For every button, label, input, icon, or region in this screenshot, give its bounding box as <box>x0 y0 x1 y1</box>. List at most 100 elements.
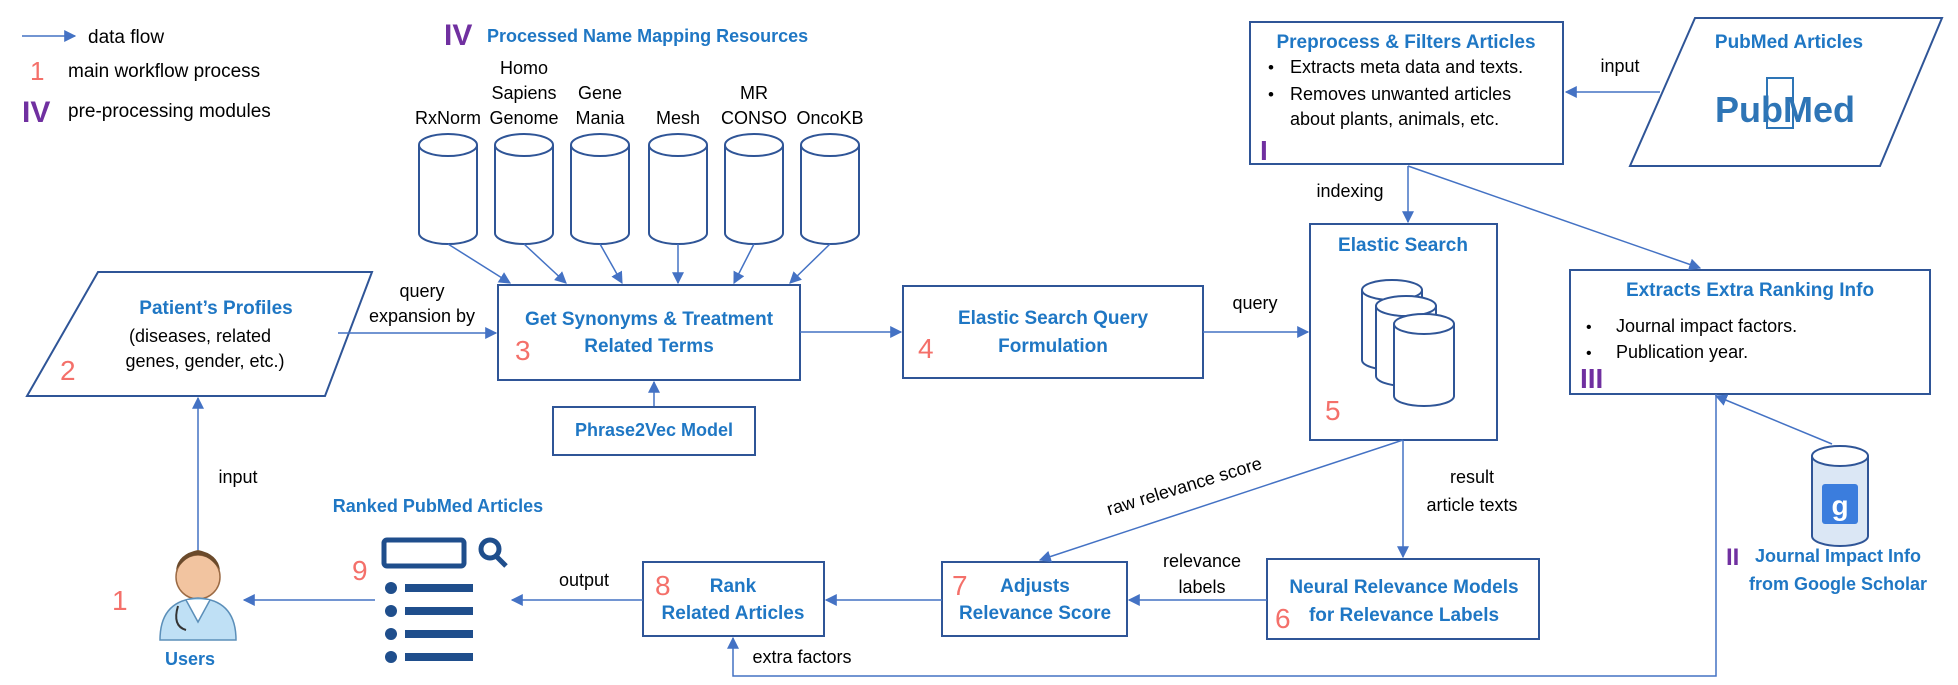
scholar-roman: II <box>1726 544 1739 571</box>
label-result-1: result <box>1450 467 1494 487</box>
query-formulation-number: 4 <box>918 333 934 364</box>
extra-ranking-title: Extracts Extra Ranking Info <box>1626 280 1874 301</box>
legend-main-process: main workflow process <box>68 61 260 82</box>
edge-database-to-synonyms <box>789 243 831 284</box>
database-label: Homo <box>500 58 548 78</box>
edge-scholar-to-extra <box>1714 394 1833 445</box>
label-input-left: input <box>218 467 257 487</box>
database-label: Gene <box>578 83 622 103</box>
rank-number: 8 <box>655 570 671 601</box>
phrase2vec-box: Phrase2Vec Model <box>552 406 756 456</box>
database-cylinder-icon <box>494 145 554 245</box>
synonyms-box: Get Synonyms & Treatment Related Terms 3 <box>497 284 801 381</box>
edge-database-to-synonyms <box>447 243 512 284</box>
ranked-title: Ranked PubMed Articles <box>333 496 543 516</box>
database-label: Sapiens <box>491 83 556 103</box>
database-label: RxNorm <box>415 108 481 128</box>
preprocess-bullet-2-dot: • <box>1268 85 1274 104</box>
rank-line-2: Related Articles <box>662 603 805 624</box>
database-cylinder-top <box>418 133 478 157</box>
resources-title: Processed Name Mapping Resources <box>487 26 808 46</box>
patient-title: Patient’s Profiles <box>139 298 292 319</box>
neural-number: 6 <box>1275 603 1291 634</box>
legend-data-flow: data flow <box>88 27 164 48</box>
preprocess-title: Preprocess & Filters Articles <box>1276 32 1535 53</box>
preprocess-bullet-2a: Removes unwanted articles <box>1290 84 1511 104</box>
database-cylinder-icon <box>648 145 708 245</box>
database-cylinder-top <box>494 133 554 157</box>
label-rel-labels-1: relevance <box>1163 551 1241 571</box>
database-label: Mania <box>575 108 625 128</box>
rank-line-1: Rank <box>710 576 757 597</box>
adjust-line-1: Adjusts <box>1000 576 1070 597</box>
database-label: CONSO <box>721 108 787 128</box>
database-3: Mesh <box>648 108 708 285</box>
extra-ranking-bullet-1-dot: • <box>1586 319 1592 336</box>
edge-raw-relevance <box>1038 439 1404 563</box>
ranked-articles: Ranked PubMed Articles 9 <box>333 496 543 663</box>
legend-number-example: 1 <box>30 56 44 86</box>
ranked-list-icon <box>381 537 508 663</box>
pubmed-logo: PubMed <box>1715 77 1855 130</box>
legend: data flow 1 main workflow process IV pre… <box>22 27 271 129</box>
database-0: RxNorm <box>415 108 512 284</box>
synonyms-line-1: Get Synonyms & Treatment <box>525 309 774 330</box>
preprocess-roman: I <box>1260 135 1268 166</box>
adjust-line-2: Relevance Score <box>959 603 1111 624</box>
connectors <box>192 86 1833 677</box>
edge-extra-factors <box>727 394 1717 677</box>
users-number: 1 <box>112 585 128 616</box>
pubmed-source: PubMed Articles PubMed <box>1628 17 1944 167</box>
database-cylinder-top <box>800 133 860 157</box>
legend-roman-example: IV <box>22 96 50 129</box>
label-rel-labels-2: labels <box>1178 577 1225 597</box>
database-4: MR CONSO <box>721 83 787 285</box>
edge-database-to-synonyms <box>523 243 567 284</box>
label-raw-relevance: raw relevance score <box>1104 453 1264 519</box>
label-indexing: indexing <box>1316 181 1383 201</box>
label-input-top: input <box>1600 56 1639 76</box>
pubmed-title: PubMed Articles <box>1715 32 1863 53</box>
database-cylinder-icon <box>724 145 784 245</box>
synonyms-line-2: Related Terms <box>584 336 714 357</box>
label-query-exp-1: query <box>399 281 444 301</box>
query-formulation-box: Elastic Search Query Formulation 4 <box>902 285 1204 379</box>
database-label: Genome <box>489 108 558 128</box>
pubmed-logo-text: PubMed <box>1715 89 1855 130</box>
adjust-number: 7 <box>952 570 968 601</box>
users-title: Users <box>165 649 215 669</box>
neural-line-1: Neural Relevance Models <box>1289 577 1518 598</box>
phrase2vec-title: Phrase2Vec Model <box>575 420 733 440</box>
database-cylinder-top <box>724 133 784 157</box>
database-label: MR <box>740 83 768 103</box>
elastic-database-icon <box>1361 279 1455 407</box>
extra-ranking-bullet-1: Journal impact factors. <box>1616 316 1797 336</box>
preprocess-box: Preprocess & Filters Articles • Extracts… <box>1249 21 1564 166</box>
doctor-icon <box>159 550 237 641</box>
extra-ranking-roman: III <box>1580 363 1603 394</box>
scholar-database-icon: g <box>1811 445 1869 547</box>
elastic-number: 5 <box>1325 395 1341 426</box>
extra-ranking-bullet-2-dot: • <box>1586 345 1592 362</box>
edge-database-to-synonyms <box>733 243 755 285</box>
google-scholar-source: g II Journal Impact Info from Google Sch… <box>1726 445 1927 594</box>
patient-number: 2 <box>60 355 76 386</box>
extra-ranking-box: Extracts Extra Ranking Info • Journal im… <box>1569 269 1931 395</box>
patient-profiles: Patient’s Profiles (diseases, related ge… <box>25 271 374 397</box>
database-cylinder-top <box>570 133 630 157</box>
synonyms-number: 3 <box>515 335 531 366</box>
preprocess-bullet-2b: about plants, animals, etc. <box>1290 109 1499 129</box>
resources-group: IV Processed Name Mapping Resources RxNo… <box>415 19 864 285</box>
database-label: Mesh <box>656 108 700 128</box>
neural-relevance-box: Neural Relevance Models for Relevance La… <box>1266 558 1540 640</box>
label-query-exp-2: expansion by <box>369 306 475 326</box>
label-output: output <box>559 570 609 590</box>
elastic-title: Elastic Search <box>1338 235 1468 256</box>
patient-line-2: genes, gender, etc.) <box>125 351 284 371</box>
adjust-score-box: Adjusts Relevance Score 7 <box>941 561 1128 637</box>
label-extra-factors: extra factors <box>752 647 851 667</box>
